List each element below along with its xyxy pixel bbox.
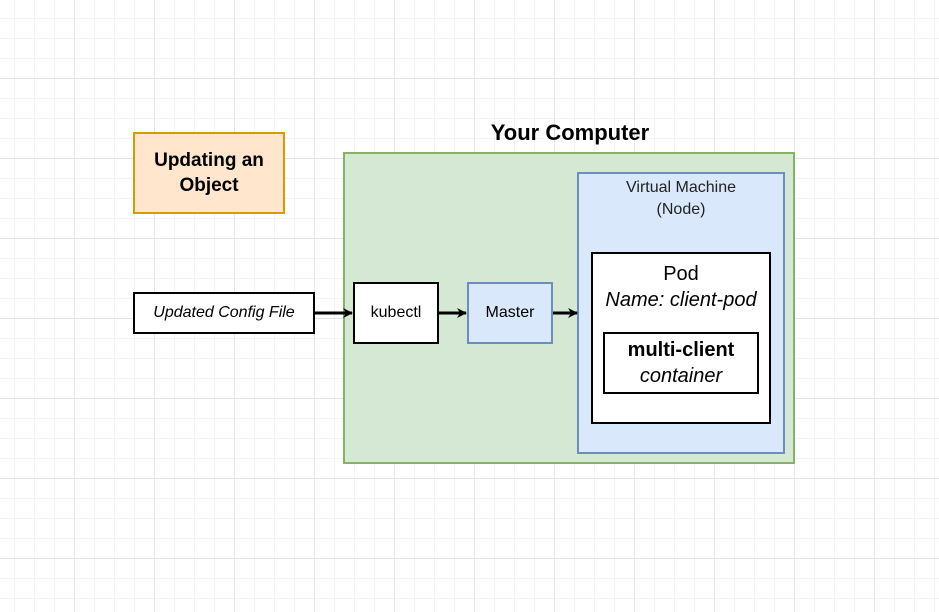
diagram-title-box: Updating an Object xyxy=(133,132,285,214)
master-label: Master xyxy=(485,304,535,321)
master-node: Master xyxy=(467,282,553,344)
config-file-node: Updated Config File xyxy=(133,292,315,334)
kubectl-node: kubectl xyxy=(353,282,439,344)
title-line-2: Object xyxy=(179,175,239,196)
vm-label-line-2: (Node) xyxy=(656,201,706,218)
pod-title: Pod xyxy=(663,263,699,285)
virtual-machine-label: Virtual Machine (Node) xyxy=(577,177,785,221)
computer-label: Your Computer xyxy=(490,120,650,145)
container-node: multi-client container xyxy=(603,332,759,394)
pod-name: Name: client-pod xyxy=(605,289,757,311)
container-type: container xyxy=(639,365,723,387)
kubectl-label: kubectl xyxy=(370,304,422,321)
vm-label-line-1: Virtual Machine xyxy=(626,179,736,196)
title-line-1: Updating an xyxy=(154,150,264,171)
container-name: multi-client xyxy=(627,339,735,361)
config-file-label: Updated Config File xyxy=(153,304,295,321)
